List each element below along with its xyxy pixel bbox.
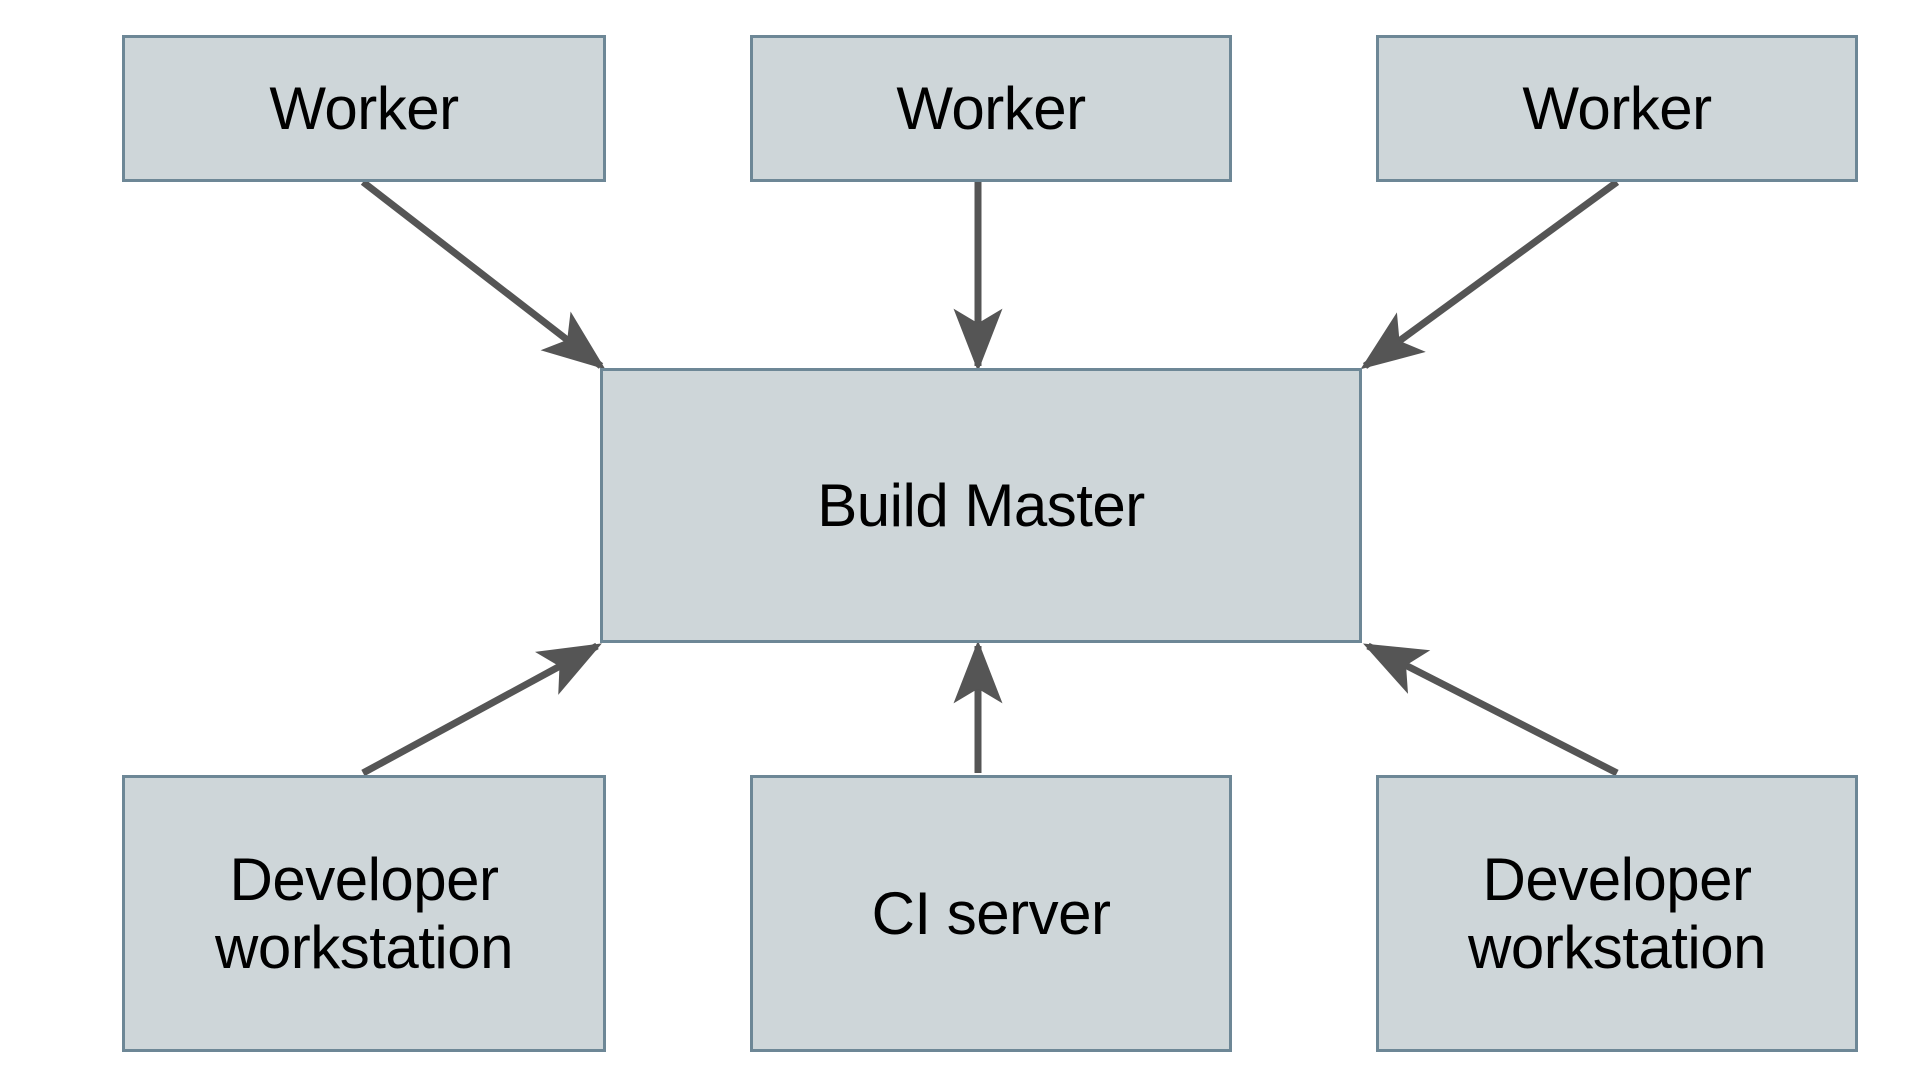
edge-devright-to-master [1363, 642, 1619, 777]
node-label-worker-3: Worker [1522, 74, 1712, 142]
node-worker-2[interactable]: Worker [750, 35, 1232, 182]
node-label-worker-1: Worker [269, 74, 459, 142]
edge-worker3-to-master [1360, 179, 1620, 370]
node-label-dev-ws-right: Developer workstation [1468, 846, 1766, 981]
edge-devleft-to-master [361, 642, 602, 777]
node-worker-1[interactable]: Worker [122, 35, 606, 182]
node-worker-3[interactable]: Worker [1376, 35, 1858, 182]
node-ci-server[interactable]: CI server [750, 775, 1232, 1052]
node-build-master[interactable]: Build Master [600, 368, 1362, 643]
node-label-dev-ws-left: Developer workstation [215, 846, 513, 981]
node-dev-ws-left[interactable]: Developer workstation [122, 775, 606, 1052]
node-label-build-master: Build Master [817, 471, 1145, 539]
edge-worker1-to-master [360, 179, 606, 370]
node-label-ci-server: CI server [871, 879, 1111, 947]
node-dev-ws-right[interactable]: Developer workstation [1376, 775, 1858, 1052]
node-label-worker-2: Worker [896, 74, 1086, 142]
